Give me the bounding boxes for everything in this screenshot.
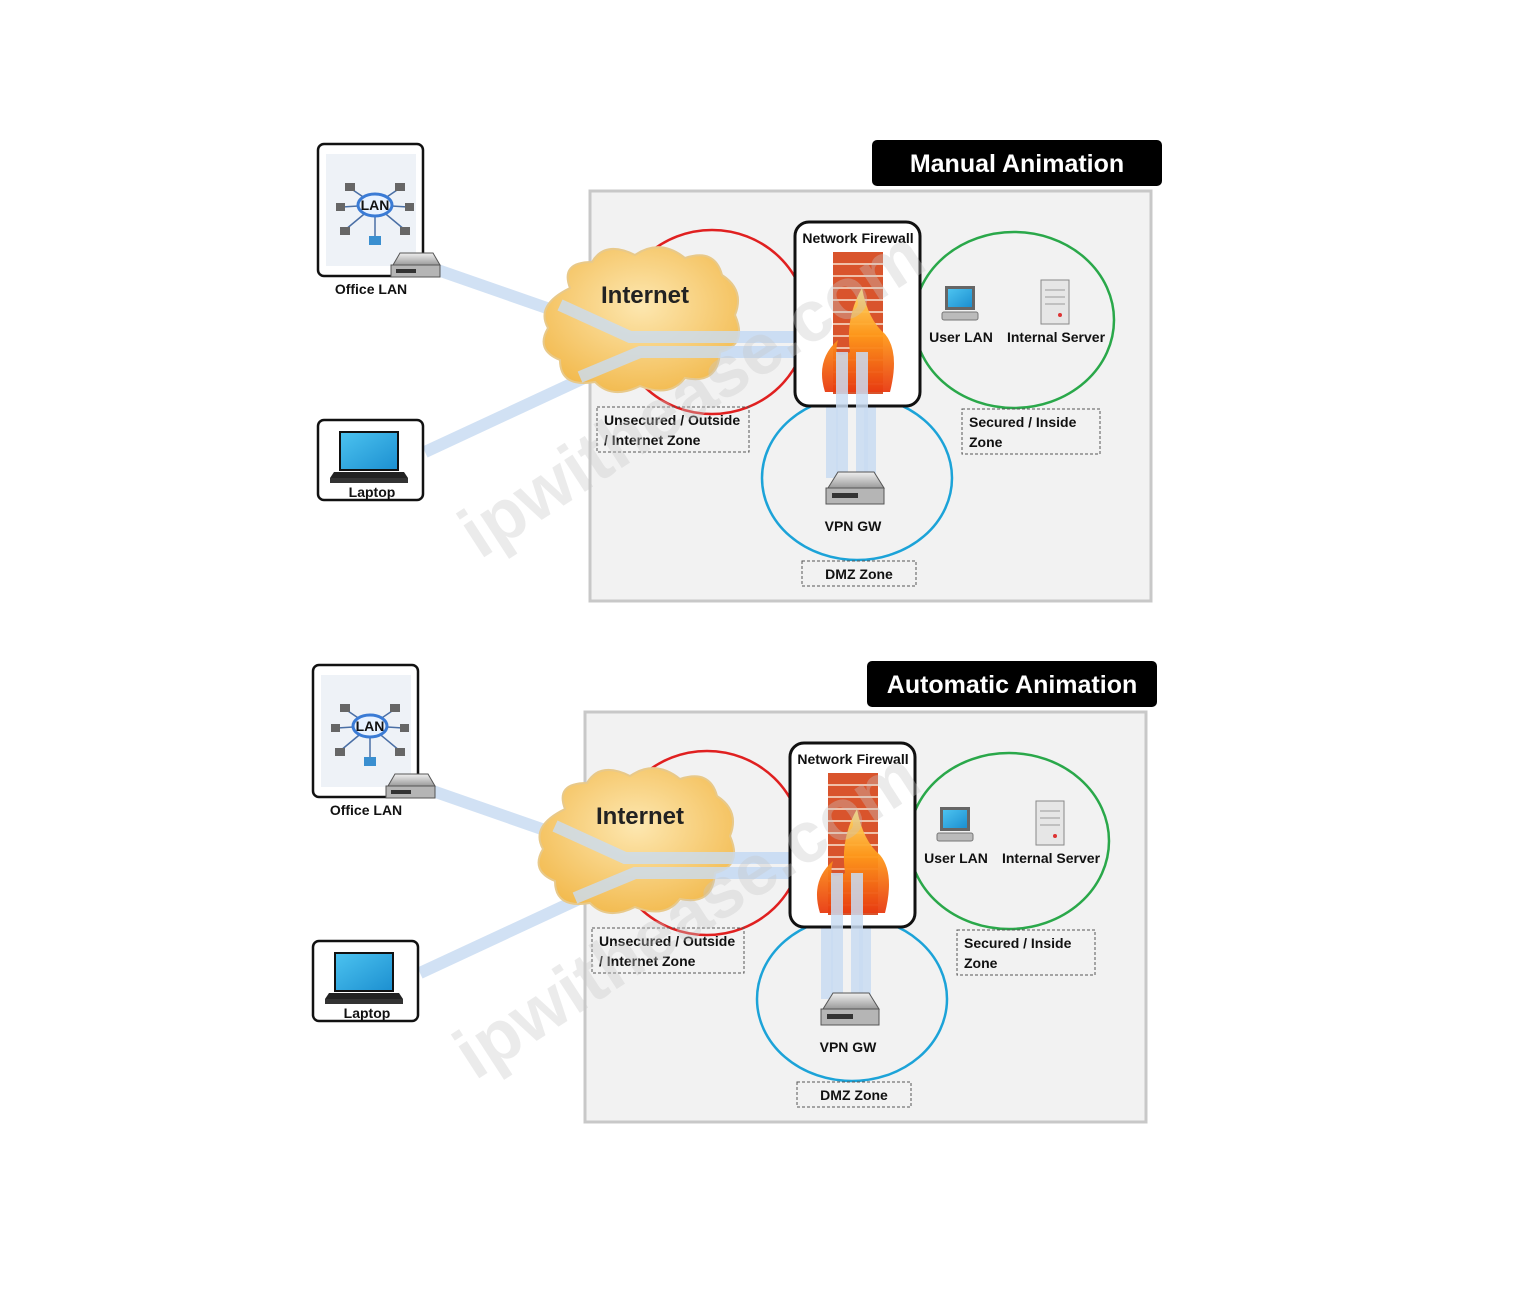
- office-lan-node: LAN Office LAN: [316, 142, 441, 297]
- panel-title: Manual Animation: [872, 140, 1162, 186]
- dmz-zone-label: DMZ Zone: [796, 1081, 912, 1108]
- unsecured-zone-label: Unsecured / Outside / Internet Zone: [596, 406, 750, 453]
- svg-text:Automatic Animation: Automatic Animation: [887, 671, 1137, 699]
- svg-text:DMZ Zone: DMZ Zone: [825, 566, 893, 582]
- secured-zone-label: Secured / Inside Zone: [956, 929, 1096, 976]
- svg-text:Internal Server: Internal Server: [1007, 329, 1106, 345]
- internal-server-node: Internal Server: [1002, 800, 1101, 866]
- svg-text:Internal Server: Internal Server: [1002, 850, 1101, 866]
- vpn-gateway-node: VPN GW: [825, 471, 885, 534]
- switch-icon: [390, 252, 441, 278]
- svg-text:Internet: Internet: [596, 803, 684, 830]
- svg-text:Network Firewall: Network Firewall: [797, 751, 908, 767]
- laptop-label: Laptop: [349, 484, 396, 500]
- svg-text:Manual Animation: Manual Animation: [910, 150, 1124, 178]
- secured-zone-label: Secured / Inside Zone: [961, 408, 1101, 455]
- manual-animation-panel: Manual Animation LAN: [316, 140, 1162, 603]
- lan-pc-icons: [336, 183, 414, 245]
- automatic-animation-panel: Automatic Animation LAN: [311, 661, 1157, 1124]
- office-lan-label: Office LAN: [330, 802, 402, 818]
- internal-server-node: Internal Server: [1007, 279, 1106, 345]
- svg-text:Zone: Zone: [969, 434, 1003, 450]
- dmz-zone-label: DMZ Zone: [801, 560, 917, 587]
- svg-text:LAN: LAN: [356, 718, 385, 734]
- panel-title: Automatic Animation: [867, 661, 1157, 707]
- svg-text:/ Internet Zone: / Internet Zone: [599, 953, 696, 969]
- svg-text:User LAN: User LAN: [929, 329, 993, 345]
- svg-text:VPN GW: VPN GW: [825, 518, 883, 534]
- office-lan-label: Office LAN: [335, 281, 407, 297]
- user-lan-node: User LAN: [929, 286, 993, 345]
- user-lan-node: User LAN: [924, 807, 988, 866]
- svg-text:Unsecured / Outside: Unsecured / Outside: [604, 412, 740, 428]
- unsecured-zone-label: Unsecured / Outside / Internet Zone: [591, 927, 745, 974]
- laptop-node: Laptop: [316, 418, 425, 502]
- svg-text:Zone: Zone: [964, 955, 998, 971]
- svg-text:/ Internet Zone: / Internet Zone: [604, 432, 701, 448]
- vpn-gateway-node: VPN GW: [820, 992, 880, 1055]
- svg-text:Secured / Inside: Secured / Inside: [964, 935, 1072, 951]
- laptop-node: Laptop: [311, 939, 420, 1023]
- svg-text:Internet: Internet: [601, 282, 689, 309]
- switch-icon: [385, 773, 436, 799]
- lan-pc-icons: [331, 704, 409, 766]
- svg-text:Network Firewall: Network Firewall: [802, 230, 913, 246]
- svg-text:DMZ Zone: DMZ Zone: [820, 1087, 888, 1103]
- svg-text:Unsecured / Outside: Unsecured / Outside: [599, 933, 735, 949]
- svg-text:LAN: LAN: [361, 197, 390, 213]
- svg-text:Secured / Inside: Secured / Inside: [969, 414, 1077, 430]
- svg-text:User LAN: User LAN: [924, 850, 988, 866]
- laptop-label: Laptop: [344, 1005, 391, 1021]
- office-lan-node: LAN Office LAN: [311, 663, 436, 818]
- svg-text:VPN GW: VPN GW: [820, 1039, 878, 1055]
